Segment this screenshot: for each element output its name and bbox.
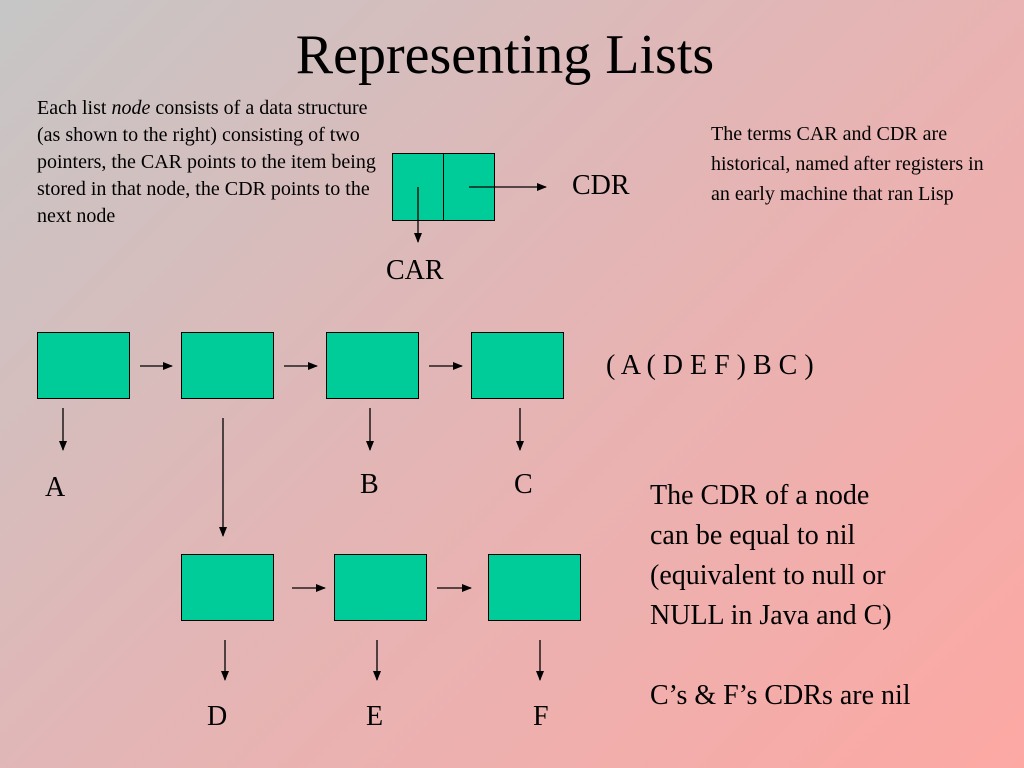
item-label-f: F — [533, 701, 549, 732]
cdr-label: CDR — [572, 170, 630, 201]
nil-note-line-4: NULL in Java and C) — [650, 600, 892, 631]
top-list-node-1 — [37, 332, 130, 399]
item-label-c: C — [514, 469, 533, 500]
top-list-node-4 — [471, 332, 564, 399]
top-list-node-3 — [326, 332, 419, 399]
sub-list-node-2 — [334, 554, 427, 621]
nil-note-conclusion: C’s & F’s CDRs are nil — [650, 680, 911, 711]
nil-note-line-2: can be equal to nil — [650, 520, 856, 551]
intro-emphasis: node — [111, 97, 151, 119]
top-list-node-2 — [181, 332, 274, 399]
item-label-e: E — [366, 701, 384, 732]
car-label: CAR — [386, 255, 444, 286]
item-label-d: D — [207, 701, 228, 732]
item-label-a: A — [45, 472, 66, 503]
item-label-b: B — [360, 469, 379, 500]
intro-text-start: Each list — [37, 97, 112, 119]
intro-paragraph: Each list node consists of a data struct… — [37, 95, 382, 230]
sub-list-node-1 — [181, 554, 274, 621]
intro-text-rest: consists of a data structure (as shown t… — [37, 97, 376, 227]
list-expression: ( A ( D E F ) B C ) — [606, 350, 814, 381]
history-note: The terms CAR and CDR are historical, na… — [711, 123, 984, 205]
slide-title: Representing Lists — [295, 24, 715, 86]
nil-note-line-1: The CDR of a node — [650, 480, 870, 511]
nil-note-line-3: (equivalent to null or — [650, 560, 886, 591]
sub-list-node-3 — [488, 554, 581, 621]
nil-note: The CDR of a node can be equal to nil (e… — [650, 476, 980, 716]
